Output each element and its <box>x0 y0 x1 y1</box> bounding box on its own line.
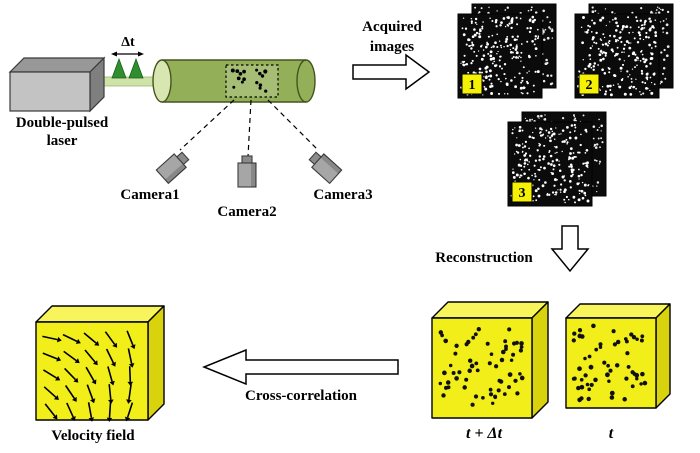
velocity-cube-side-face <box>147 305 165 421</box>
delta-t-arrowhead-right <box>138 51 144 57</box>
camera3-label: Camera3 <box>313 187 372 203</box>
particles-t <box>571 323 648 403</box>
velocity-vectors <box>42 330 136 422</box>
speckle-dots-2-front <box>577 16 658 97</box>
seed-particles <box>230 68 268 93</box>
cross-correlation-label: Cross-correlation <box>245 388 358 404</box>
badge-2-number: 2 <box>586 78 593 93</box>
volume-t-plus-dt <box>431 301 549 419</box>
delta-t-label: Δt <box>121 35 135 50</box>
speckle-dots-1-front <box>460 15 540 96</box>
pipe-body <box>162 60 306 102</box>
camera-3-body <box>311 153 343 185</box>
speckle-image-pair-3: 3 <box>507 111 607 207</box>
arrow-cross-correlation <box>202 348 399 386</box>
camera-1-body <box>155 153 187 185</box>
camera-sight-lines <box>179 99 319 158</box>
pipe-right-end <box>296 59 316 103</box>
label-t: t <box>609 425 614 442</box>
sight-line-camera1 <box>179 99 235 151</box>
measurement-region <box>225 64 279 98</box>
camera2-label: Camera2 <box>217 204 276 220</box>
laser-label-line2: laser <box>47 133 78 149</box>
particles-t-plus-dt <box>438 327 525 407</box>
arrow-reconstruction <box>550 225 590 273</box>
speckle-image-pair-1: 1 <box>457 3 557 99</box>
volume-t-plus-dt-front-face <box>431 317 533 419</box>
pulse-2 <box>128 57 144 79</box>
volume-t-side-face <box>655 303 671 409</box>
sight-line-camera2 <box>247 99 252 158</box>
laser-box-top-face <box>8 57 106 73</box>
volume-t-plus-dt-top-face <box>431 301 549 319</box>
badge-3 <box>511 181 533 203</box>
volume-t-top-face <box>565 303 671 319</box>
velocity-field-cube <box>35 305 165 422</box>
camera-3-shade <box>320 153 342 174</box>
speckle-frame-3-front <box>507 121 593 207</box>
acquired-label-line2: images <box>370 39 414 55</box>
camera1-label: Camera1 <box>120 187 179 203</box>
badge-2 <box>578 73 600 95</box>
sight-line-camera3 <box>267 99 319 151</box>
velocity-cube-top-face <box>35 305 165 323</box>
laser-box-front-face <box>9 71 91 112</box>
velocity-field-label: Velocity field <box>51 428 135 444</box>
pipe-left-cap <box>152 59 172 103</box>
camera-2-shade <box>251 163 256 187</box>
camera-2 <box>237 155 257 188</box>
delta-t-annotation: Δt <box>111 35 144 57</box>
camera-1-shade <box>165 163 187 184</box>
camera-2-lens <box>241 155 253 164</box>
badge-1 <box>461 73 483 95</box>
laser-label-line1: Double-pulsed <box>16 115 109 131</box>
acquired-label-line1: Acquired <box>362 19 422 35</box>
camera-2-body <box>237 162 257 188</box>
flow-pipe <box>152 59 316 103</box>
camera-3 <box>308 151 343 185</box>
laser-pulse-pair <box>111 57 144 79</box>
delta-t-arrowhead-left <box>111 51 117 57</box>
volume-t <box>565 303 671 409</box>
camera-1 <box>155 151 190 185</box>
pulse-1 <box>111 57 127 79</box>
reconstruction-label: Reconstruction <box>435 250 533 266</box>
volume-t-plus-dt-side-face <box>531 301 549 419</box>
label-t-plus-dt: t + Δt <box>466 425 503 442</box>
speckle-image-pair-2: 2 <box>574 3 674 99</box>
double-pulsed-laser-box <box>8 56 106 113</box>
badge-3-number: 3 <box>519 186 526 201</box>
badge-1-number: 1 <box>469 78 476 93</box>
arrow-acquired-images <box>352 53 431 91</box>
